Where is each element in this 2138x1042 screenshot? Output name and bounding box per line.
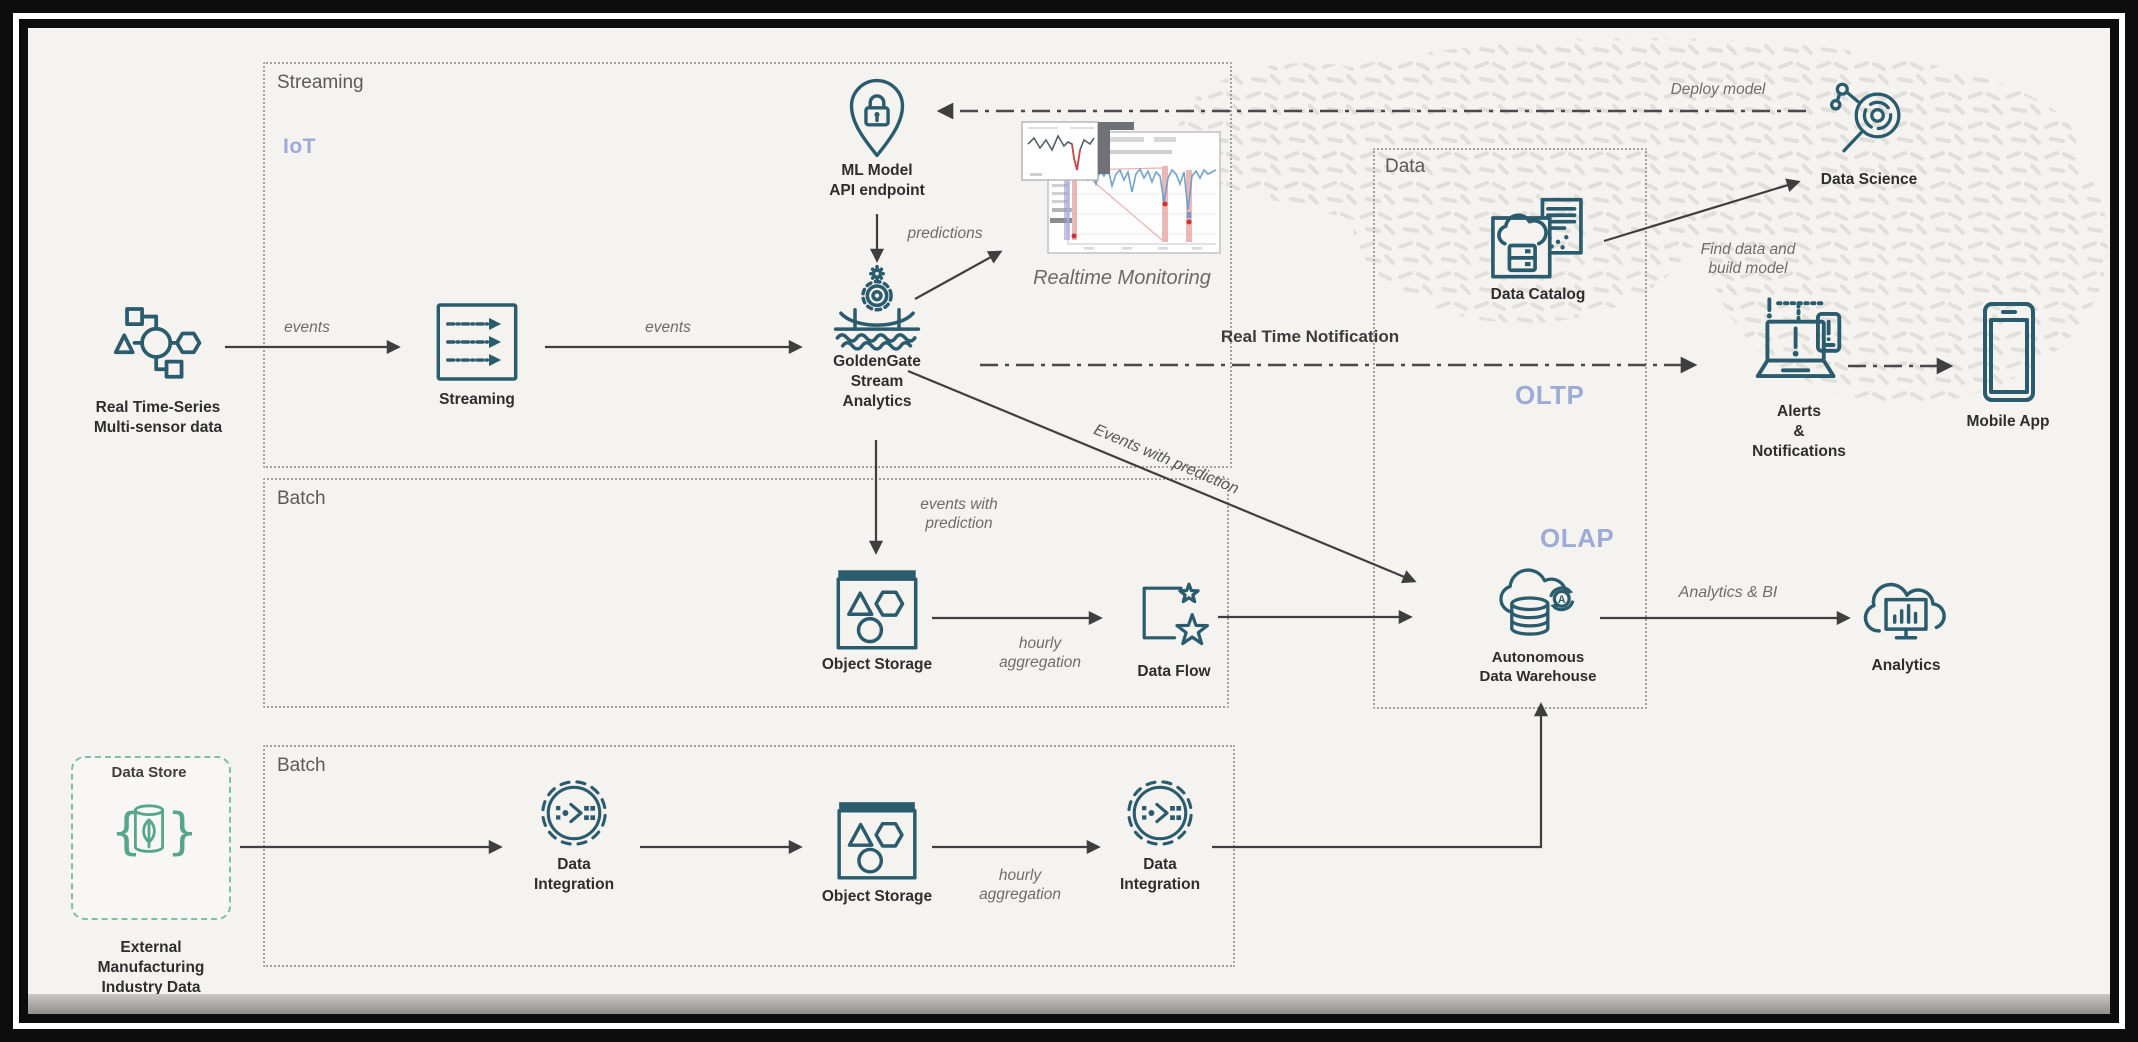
svg-text:A: A (1558, 594, 1566, 606)
streaming-section-box (263, 62, 1232, 468)
data-integration-1-label: Data Integration (533, 856, 615, 893)
ml-model-label: ML Model API endpoint (829, 162, 925, 199)
events-with-prediction-mid-annotation: events with prediction (920, 496, 998, 533)
data-section-title: Data (1385, 156, 1426, 177)
batch-mid-section-box (263, 478, 1229, 708)
realtime-monitoring-image (1014, 114, 1226, 264)
data-catalog-icon (1484, 196, 1588, 284)
oltp-tag: OLTP (1515, 380, 1585, 410)
data-flow-icon (1133, 578, 1213, 656)
sensor-icon (112, 294, 206, 388)
data-integration-1-icon (535, 774, 613, 852)
analytics-bi-annotation: Analytics & BI (1678, 584, 1778, 601)
bottom-strip (28, 994, 2110, 1014)
object-storage-bottom-icon (833, 797, 921, 883)
goldengate-label: GoldenGate Stream Analytics (833, 353, 921, 410)
monitoring-label: Realtime Monitoring (1033, 267, 1211, 289)
svg-text:}: } (167, 803, 199, 861)
streaming-icon (434, 299, 520, 385)
object-storage-bottom-label: Object Storage (821, 888, 933, 905)
streaming-section-title: Streaming (277, 72, 364, 93)
data-integration-2-icon (1121, 774, 1199, 852)
data-science-label: Data Science (1820, 171, 1918, 188)
mobile-app-icon (1980, 300, 2038, 404)
analytics-icon (1860, 568, 1952, 652)
batch-bottom-section-box (263, 745, 1235, 967)
goldengate-icon (827, 264, 927, 352)
alerts-icon (1748, 296, 1850, 394)
olap-tag: OLAP (1540, 523, 1615, 553)
iot-tag: IoT (283, 135, 316, 158)
batch-bottom-section-title: Batch (277, 755, 326, 776)
hourly-aggregation-mid-annotation: hourly aggregation (999, 635, 1081, 672)
find-data-annotation: Find data and build model (1700, 241, 1796, 278)
ml-model-icon (843, 76, 911, 160)
predictions-annotation: predictions (907, 225, 983, 242)
data-integration-2-label: Data Integration (1119, 856, 1201, 893)
object-storage-mid-icon (833, 565, 921, 653)
adw-label: Autonomous Data Warehouse (1479, 649, 1597, 685)
data-science-icon (1830, 80, 1912, 164)
object-storage-mid-label: Object Storage (821, 656, 933, 673)
mobile-app-label: Mobile App (1966, 413, 2050, 430)
data-flow-label: Data Flow (1137, 663, 1211, 680)
batch-mid-section-title: Batch (277, 488, 326, 509)
streaming-node-label: Streaming (439, 391, 515, 408)
alerts-label: Alerts & Notifications (1752, 403, 1846, 460)
sensor-label: Real Time-Series Multi-sensor data (93, 399, 223, 436)
events-1-annotation: events (284, 319, 330, 336)
deploy-model-annotation: Deploy model (1670, 81, 1766, 98)
data-catalog-label: Data Catalog (1490, 286, 1586, 303)
real-time-notification-label: Real Time Notification (1220, 327, 1400, 346)
hourly-aggregation-bottom-annotation: hourly aggregation (979, 867, 1061, 904)
analytics-label: Analytics (1871, 657, 1941, 674)
adw-icon: A (1490, 566, 1586, 648)
events-2-annotation: events (645, 319, 691, 336)
external-data-label: External Manufacturing Industry Data (97, 939, 205, 996)
data-store-icon: { } (109, 788, 199, 874)
data-store-title: Data Store (111, 764, 187, 781)
